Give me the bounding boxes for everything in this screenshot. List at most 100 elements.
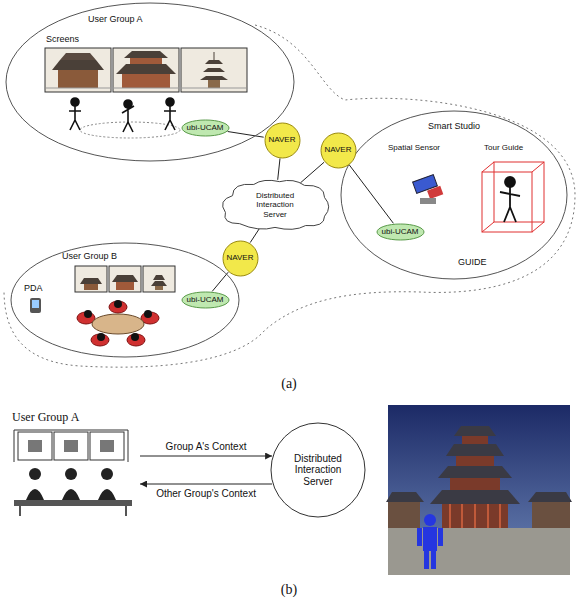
pda-device-part bbox=[30, 298, 41, 313]
screenshot-part bbox=[424, 551, 429, 569]
naver-node-outline bbox=[321, 133, 356, 168]
user-group-region: User Group A ubi-UCAM bbox=[5, 2, 295, 162]
tracking-cube-part bbox=[482, 172, 532, 232]
screen-panels-part bbox=[203, 68, 225, 72]
meeting-table-part bbox=[109, 301, 127, 313]
guide-region-shape bbox=[340, 110, 568, 280]
screen-panels-part bbox=[113, 48, 179, 92]
context-arrow bbox=[140, 484, 272, 485]
user-group-scene-text: User Group A bbox=[12, 411, 79, 425]
screen-panels bbox=[75, 266, 175, 292]
user-group-scene-part bbox=[65, 468, 77, 480]
interaction-server-circle-outline bbox=[271, 423, 365, 517]
interaction-server-cloud: Distributed Interaction Server bbox=[216, 177, 334, 233]
studio-label-holder: Smart Studio bbox=[428, 121, 480, 131]
screen-panels-part bbox=[112, 275, 138, 282]
user-group-scene-part bbox=[14, 430, 128, 462]
subfigure-label: (b) bbox=[281, 582, 297, 598]
tour-guide-figure-part bbox=[500, 187, 520, 222]
subfigure-label: (a) bbox=[281, 376, 297, 392]
screen-panels-part bbox=[130, 58, 162, 64]
visitor-figures-part bbox=[166, 98, 174, 106]
link-line bbox=[349, 165, 393, 224]
ubi-ucam-node: ubi-UCAM bbox=[181, 119, 230, 137]
screen-panels-part bbox=[124, 51, 168, 58]
screen-panels-part bbox=[214, 52, 215, 60]
screenshot-part bbox=[417, 528, 422, 546]
screenshot-part bbox=[388, 405, 570, 575]
tour-guide-figure-part bbox=[505, 177, 515, 187]
user-group-scene-shape bbox=[8, 410, 140, 520]
meeting-table bbox=[77, 300, 159, 346]
user-group-region-text: User Group B bbox=[62, 251, 117, 261]
interaction-server-circle-text: Distributed Interaction Server bbox=[282, 453, 354, 488]
user-group-scene-part bbox=[20, 506, 126, 516]
meeting-table-part bbox=[97, 333, 105, 341]
naver-node-text: NAVER bbox=[325, 145, 352, 154]
subfigure-label-holder: (a) bbox=[281, 376, 297, 392]
screenshot-part bbox=[462, 436, 488, 444]
screen-panels-part bbox=[109, 266, 141, 292]
ubi-ucam-node-text: ubi-UCAM bbox=[187, 295, 224, 304]
visitor-figures-part bbox=[71, 98, 79, 106]
screenshot-part bbox=[450, 504, 500, 528]
screen-panels-part bbox=[151, 281, 167, 286]
user-group-scene-part bbox=[29, 468, 41, 480]
screenshot-part bbox=[450, 478, 500, 490]
screen-panels-part bbox=[58, 70, 98, 88]
user-group-region-outline bbox=[11, 243, 239, 357]
screenshot-part bbox=[424, 514, 436, 526]
visitor-figures-part bbox=[122, 106, 134, 132]
user-group-scene-part bbox=[54, 432, 88, 460]
guide-region-text: GUIDE bbox=[458, 257, 487, 267]
user-group-scene-part bbox=[64, 440, 78, 452]
naver-node-text: NAVER bbox=[269, 135, 296, 144]
tracking-cube-part bbox=[482, 162, 544, 232]
screen-panels-part bbox=[45, 48, 111, 92]
overall-outline-part bbox=[4, 25, 575, 367]
screen-panels-part bbox=[60, 53, 96, 60]
interaction-server-circle: Distributed Interaction Server bbox=[270, 422, 366, 518]
guide-label-holder: Tour Guide bbox=[484, 143, 523, 152]
spatial-sensor-part bbox=[427, 186, 443, 199]
context-arrow bbox=[140, 456, 272, 457]
user-group-scene bbox=[14, 430, 132, 516]
naver-node-text: NAVER bbox=[227, 253, 254, 262]
pda-label: PDA bbox=[24, 283, 43, 293]
visitor-figures-part bbox=[124, 100, 132, 108]
edge-label-holder: Group A's Context bbox=[164, 441, 249, 453]
user-group-region-outline bbox=[6, 3, 294, 161]
screenshot-part bbox=[388, 502, 420, 528]
screenshot-part bbox=[438, 466, 512, 478]
link-line bbox=[278, 158, 280, 179]
screen-panels-part bbox=[75, 266, 107, 292]
naver-node: NAVER bbox=[222, 240, 259, 277]
meeting-table-part bbox=[114, 300, 122, 308]
user-group-scene-part bbox=[100, 440, 114, 452]
screenshot-part bbox=[438, 528, 443, 546]
user-group-scene-part bbox=[26, 489, 116, 500]
ubi-ucam-node-outline bbox=[377, 224, 424, 240]
visitor-figures bbox=[69, 98, 180, 138]
screen-panels-part bbox=[155, 286, 163, 290]
screen-panels-part bbox=[46, 88, 246, 89]
user-group-scene-part bbox=[14, 500, 132, 506]
guide-region-outline bbox=[341, 111, 567, 279]
screenshot-part bbox=[528, 492, 572, 502]
user-group-scene: User Group A bbox=[8, 410, 140, 520]
meeting-table-part bbox=[144, 310, 152, 318]
subfigure-label-holder: (b) bbox=[281, 582, 297, 598]
ubi-ucam-node-text: ubi-UCAM bbox=[187, 123, 224, 132]
user-group-scene-part bbox=[90, 432, 124, 460]
link-line bbox=[212, 272, 228, 291]
guide-label: Tour Guide bbox=[484, 143, 523, 152]
link-line bbox=[250, 229, 259, 243]
user-group-region-text: User Group A bbox=[88, 14, 143, 24]
user-group-scene-part bbox=[101, 468, 113, 480]
pda-label-holder: PDA bbox=[24, 283, 43, 293]
meeting-table-part bbox=[131, 333, 139, 341]
screenshot-part bbox=[446, 444, 504, 456]
screen-panels-part bbox=[52, 60, 104, 70]
screen-panels-part bbox=[153, 275, 165, 280]
